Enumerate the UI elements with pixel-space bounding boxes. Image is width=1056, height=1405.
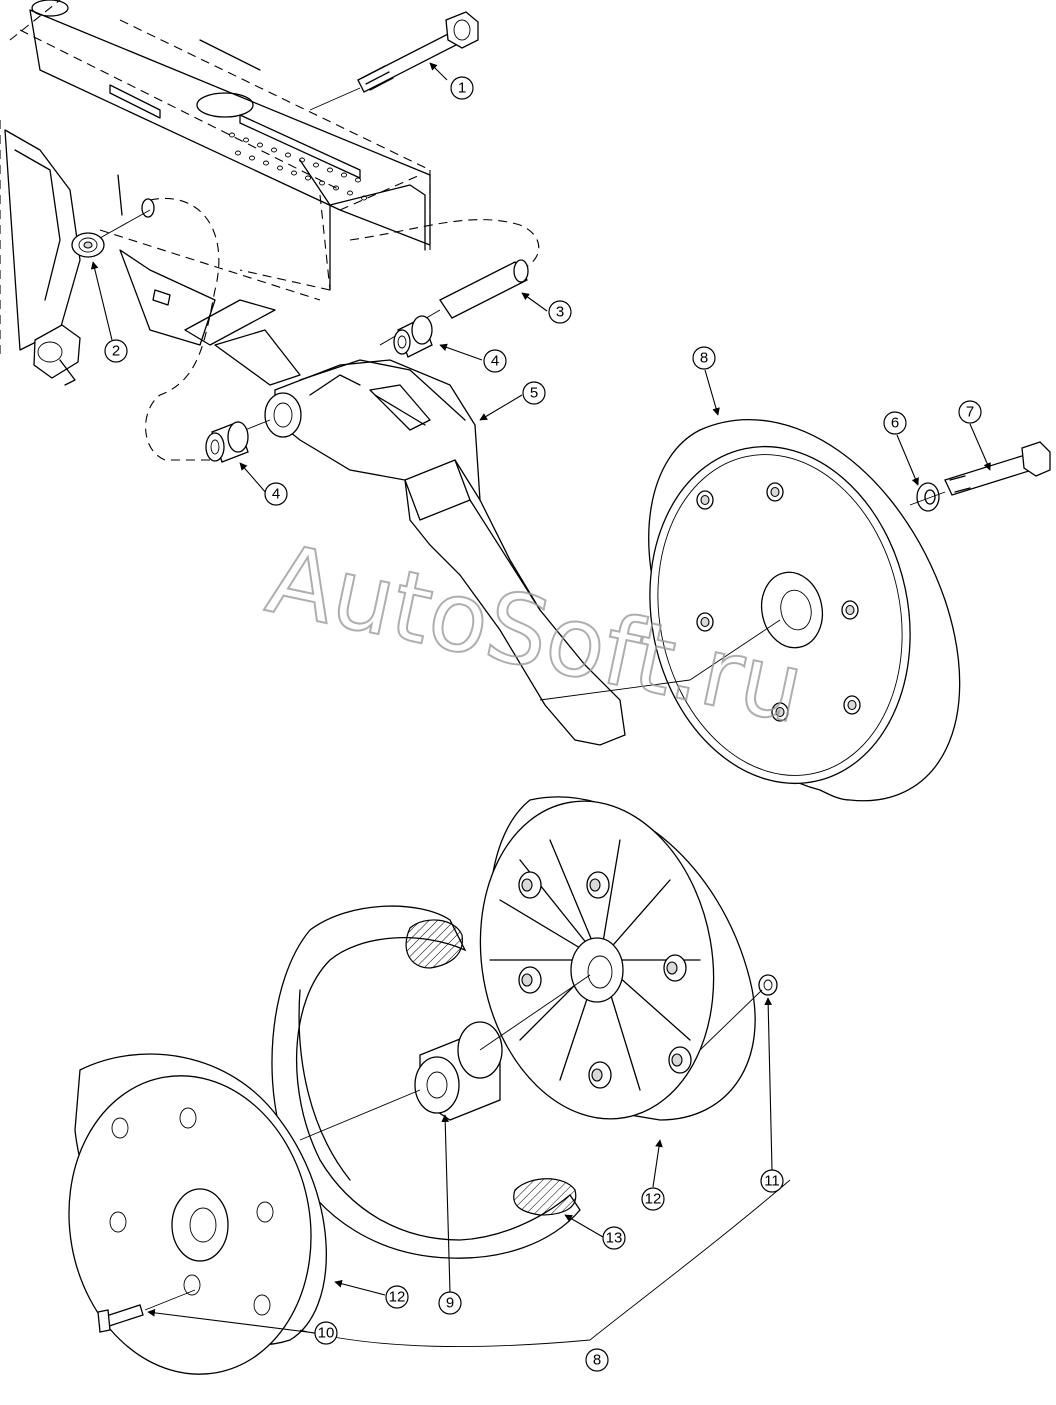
frame-hole [263,160,269,166]
bolt-part-7 [909,441,1051,506]
hub-boss-hole [521,973,533,987]
wheel-bolt-center [700,494,710,506]
nut-part-2 [71,232,105,258]
wheel-bolt-center [700,616,710,628]
hub-boss-hole [671,1053,683,1067]
frame-top-plate [29,0,431,291]
wheel-bolt-center [775,706,785,718]
callout-6: 6 [883,411,919,486]
hub-boss-hole [589,878,601,892]
frame-hole [355,177,361,183]
callout-1: 1 [429,62,474,100]
frame-hole [319,180,325,186]
hub-bolt-hole [253,1294,271,1316]
callout-label: 2 [112,343,120,360]
callout-label: 4 [491,353,499,370]
callout-label: 11 [764,1173,780,1190]
callout-label: 10 [318,1325,335,1342]
frame-hole [277,165,283,171]
callout-5: 5 [479,381,546,421]
callout-label: 12 [645,1191,662,1208]
frame-hole [285,152,291,158]
pin-part-3 [379,259,529,346]
hub-bolt-hole [256,1201,274,1223]
hub-12-bosses [518,871,692,1089]
nut-part-11 [699,974,778,1051]
hub-bolt-hole [179,1107,197,1129]
bearing-part-9 [299,974,591,1141]
frame-hole [271,147,277,153]
frame-hole [341,172,347,178]
callout-label: 7 [966,404,974,421]
callout-10: 10 [147,1309,338,1345]
callout-label: 4 [272,486,280,503]
frame-hole [235,150,241,156]
callout-4-lower: 4 [239,462,288,506]
callout-label: 5 [530,385,538,402]
hub-bolt-hole [109,1211,127,1233]
hub-bolt-hole [183,1274,201,1296]
frame-hole [299,157,305,163]
hub-boss-hole [666,961,678,975]
washer-part-6 [916,482,940,512]
callout-label: 9 [446,1295,454,1312]
callout-8-upper: 8 [692,346,720,416]
callout-2: 2 [90,261,128,363]
hub-half-part-12-right [479,796,756,1121]
callout-3: 3 [521,292,572,324]
hub-half-part-12-left [68,1053,327,1375]
frame-phantom [0,0,540,461]
callout-label: 1 [458,80,466,97]
frame-hole [361,195,367,201]
frame-hole [333,185,339,191]
hub-boss-hole [591,1068,603,1082]
callout-8-lower: 8 [585,1348,609,1372]
callout-12-left: 12 [334,1280,409,1309]
callout-7: 7 [958,400,991,471]
callout-layer: 1 2 3 4 4 5 6 [90,62,991,1372]
callout-label: 3 [556,304,564,321]
tire-part-13 [271,905,581,1259]
wheel-bolt-center [845,604,855,616]
bushing-part-4-lower [205,421,249,463]
frame-hole [305,175,311,181]
callout-11: 11 [760,997,784,1193]
bolt-part-10 [97,1289,196,1333]
hub-boss-hole [521,878,533,892]
wheel-bolt-center [770,486,780,498]
wheel-8-bolt-heads [696,482,861,722]
wheel-bolt-center [847,699,857,711]
frame-hole [291,170,297,176]
callout-12-right: 12 [641,1139,665,1211]
frame-holes [229,132,367,201]
hub-bolt-hole [111,1117,129,1139]
frame-hole [327,167,333,173]
frame-hole [313,162,319,168]
frame-hole [243,137,249,143]
callout-label: 12 [389,1289,406,1306]
callout-4-upper: 4 [439,343,507,373]
callout-label: 6 [891,415,899,432]
callout-13: 13 [564,1214,626,1250]
frame-bolt-head [33,324,81,386]
frame-hole [347,190,353,196]
callout-9: 9 [438,1114,462,1315]
callout-label: 13 [606,1230,623,1247]
wheel-part-8-assembled [648,419,961,802]
axis-line-arm [539,679,691,701]
frame-hole [249,155,255,161]
frame-hole [257,142,263,148]
bolt-part-1 [309,11,479,111]
callout-label: 8 [700,350,708,367]
callout-label: 8 [593,1352,601,1369]
frame-hole [229,132,235,138]
axis-line-part-2 [99,209,151,239]
bushing-part-4-upper [393,315,433,358]
frame-side-bracket [4,129,301,386]
axis-line-part-8 [689,619,781,681]
arm-part-5 [244,359,626,746]
hub-12-left-holes [109,1107,274,1316]
